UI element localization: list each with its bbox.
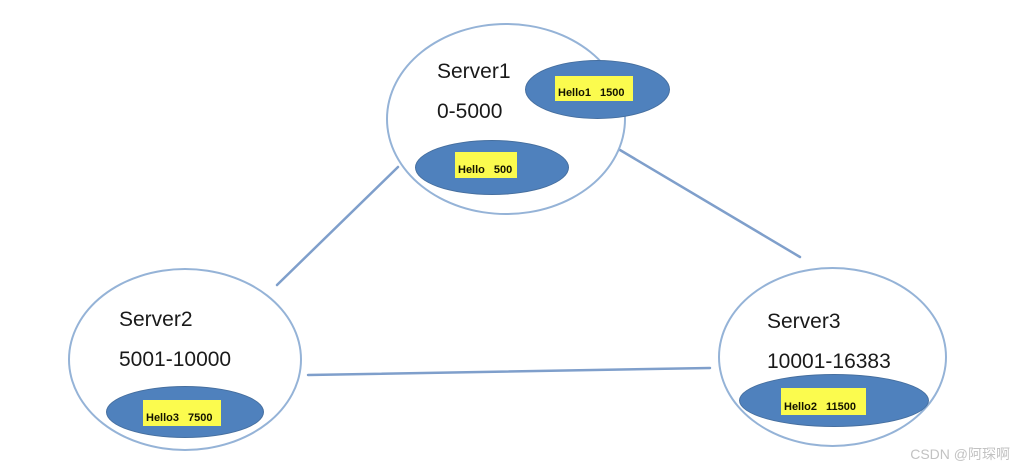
server1-slot-ellipse-hello1: Hello1 1500: [525, 60, 670, 119]
link-server1-server3: [618, 148, 802, 259]
server1-key-tag-hello1: Hello1 1500: [555, 76, 633, 101]
server1-name: Server1: [437, 60, 511, 83]
server1-slot-range: 0-5000: [437, 100, 503, 123]
server2-node: Server2 5001-10000 Hello3 7500: [68, 268, 302, 451]
server1-key-tag-hello: Hello 500: [455, 152, 517, 178]
server3-slot-range: 10001-16383: [767, 350, 891, 373]
server3-node: Server3 10001-16383 Hello2 11500: [718, 267, 947, 447]
key-slot-value: 7500: [188, 412, 213, 424]
server3-title: Server3 10001-16383: [767, 302, 891, 382]
server2-slot-ellipse-hello3: Hello3 7500: [106, 386, 264, 438]
server1-title: Server1 0-5000: [437, 52, 511, 132]
server3-slot-ellipse-hello2: Hello2 11500: [739, 374, 929, 427]
key-slot-value: 500: [493, 164, 513, 176]
server1-node: Server1 0-5000 Hello1 1500 Hello 500: [386, 23, 670, 215]
link-server1-server2: [275, 165, 400, 287]
server2-name: Server2: [119, 308, 193, 331]
key-slot-value: 1500: [600, 87, 625, 99]
server3-name: Server3: [767, 310, 841, 333]
link-server2-server3: [306, 366, 712, 377]
key-slot-value: 11500: [826, 401, 856, 413]
server1-slot-ellipse-hello: Hello 500: [415, 140, 569, 195]
server2-slot-range: 5001-10000: [119, 348, 232, 371]
server3-key-tag-hello2: Hello2 11500: [781, 388, 866, 415]
server2-title: Server2 5001-10000: [119, 300, 231, 380]
key-name: Hello: [458, 164, 485, 176]
key-name: Hello1: [558, 87, 592, 99]
key-name: Hello3: [146, 412, 180, 424]
server2-key-tag-hello3: Hello3 7500: [143, 400, 221, 426]
csdn-watermark: CSDN @阿琛啊: [910, 446, 1010, 462]
key-name: Hello2: [784, 401, 818, 413]
